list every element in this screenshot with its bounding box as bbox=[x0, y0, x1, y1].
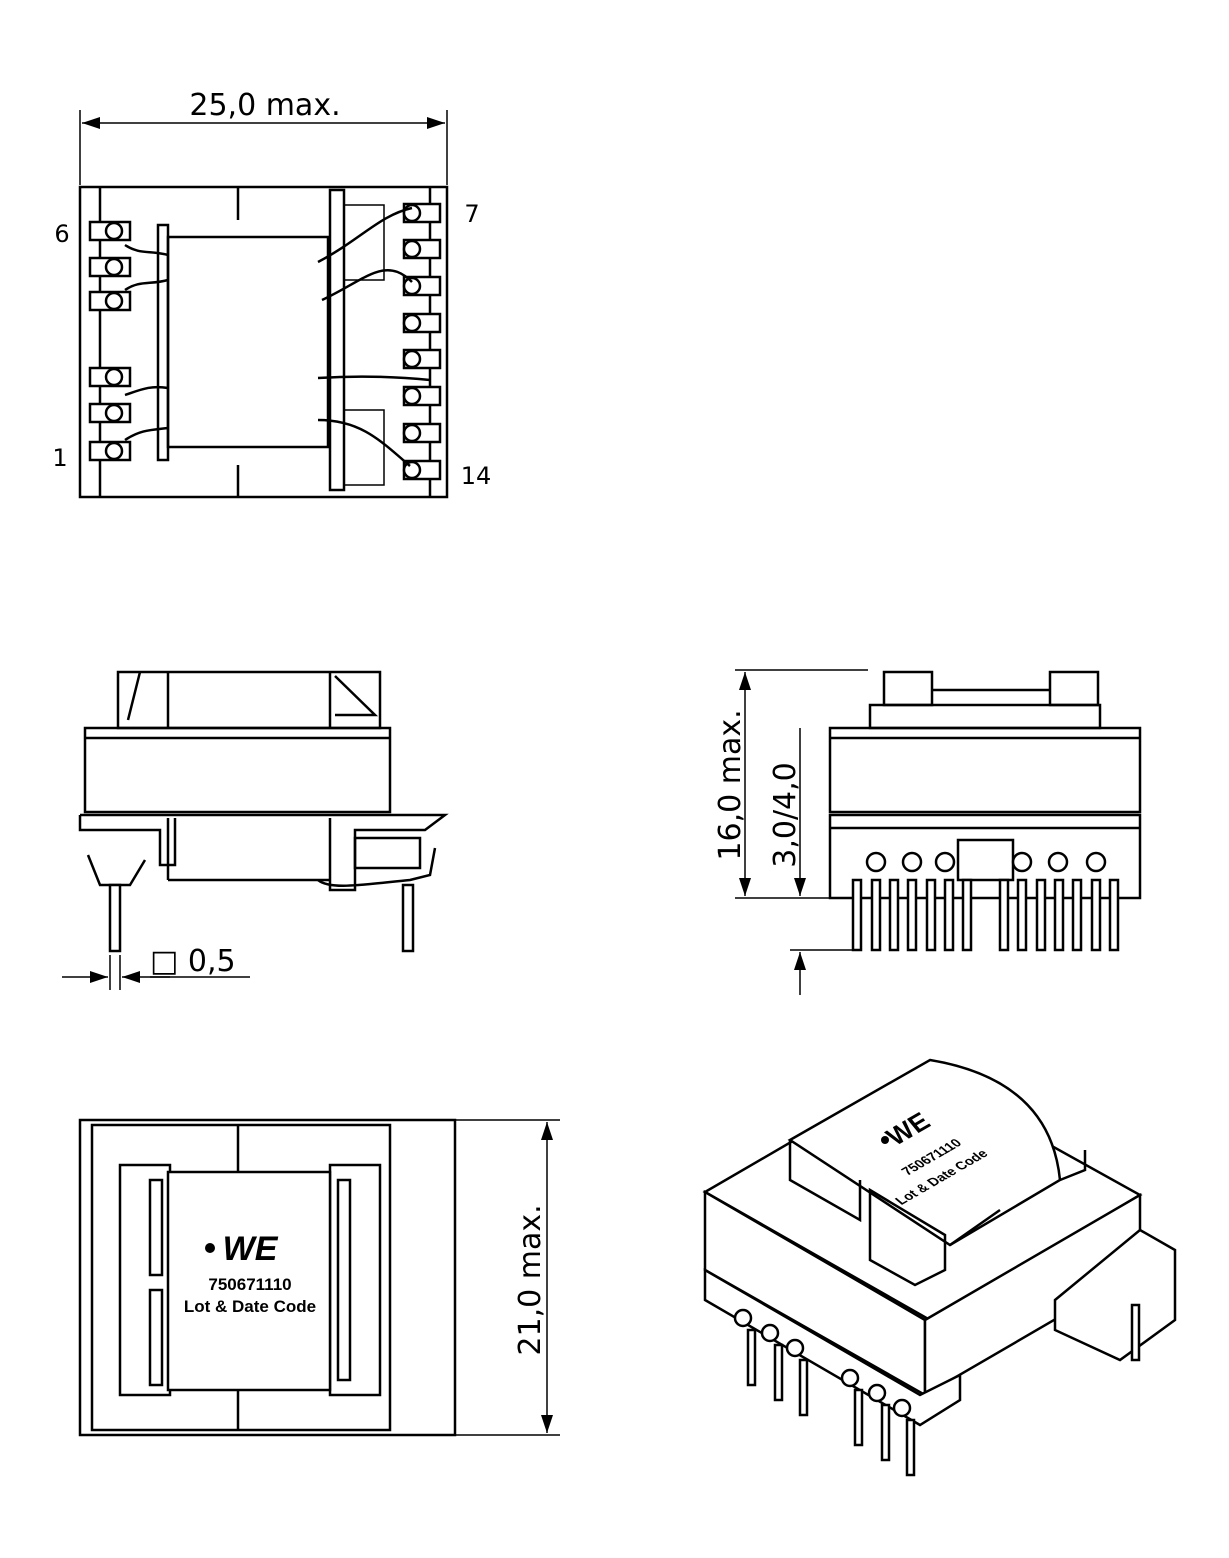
depth-dimension: 21,0 max. bbox=[513, 1204, 548, 1355]
pin-label-7: 7 bbox=[464, 200, 479, 228]
right-pins bbox=[402, 202, 442, 481]
we-logo: WE bbox=[223, 1230, 279, 1268]
side-view: □ 0,5 bbox=[62, 670, 449, 990]
standoff-dimension: 3,0/4,0 bbox=[768, 762, 803, 868]
pin-size-dimension: □ 0,5 bbox=[150, 944, 236, 979]
front-pins bbox=[851, 851, 1120, 952]
top-view: 25,0 max. bbox=[52, 88, 492, 499]
iso-pins bbox=[733, 1303, 1141, 1477]
left-pins bbox=[88, 220, 132, 462]
isometric-view: WE 750671110 Lot & Date Code bbox=[702, 1058, 1177, 1477]
lot-date-code: Lot & Date Code bbox=[184, 1297, 316, 1316]
bottom-view: 21,0 max. WE 750671110 Lot & Date Code bbox=[78, 1118, 560, 1437]
pin-label-6: 6 bbox=[54, 220, 69, 248]
pin-label-14: 14 bbox=[461, 462, 492, 490]
width-dimension: 25,0 max. bbox=[189, 88, 340, 123]
pin-label-1: 1 bbox=[52, 444, 67, 472]
part-number: 750671110 bbox=[208, 1275, 291, 1294]
front-view: 16,0 max. 3,0/4,0 bbox=[713, 669, 1142, 995]
height-dimension: 16,0 max. bbox=[713, 709, 748, 860]
